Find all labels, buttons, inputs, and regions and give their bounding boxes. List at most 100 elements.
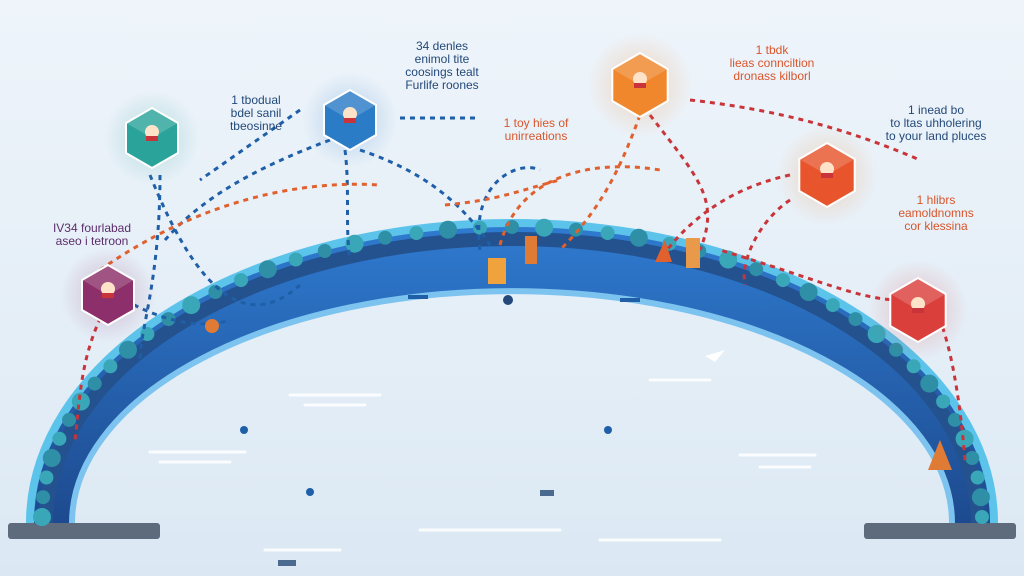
- campfire-icon-base: [912, 308, 924, 313]
- tree-icon: [848, 312, 863, 327]
- bridge-base-left: [8, 523, 160, 539]
- water-streaks: [148, 378, 817, 552]
- tree-icon: [600, 226, 615, 241]
- tree-icon: [33, 508, 51, 526]
- tree-icon: [87, 376, 102, 391]
- tree-icon: [776, 273, 790, 288]
- boat-icon: [278, 560, 296, 566]
- connector-right-2: [742, 198, 791, 286]
- tree-icon: [825, 298, 840, 313]
- node-red: [889, 276, 947, 344]
- connector-top-right: [689, 98, 921, 162]
- tree-icon: [62, 412, 77, 427]
- tree-icon: [378, 230, 393, 245]
- tree-icon: [258, 260, 277, 279]
- bird-icon: [306, 488, 314, 496]
- purple-node-label: IV34 fourlabad aseo i tetroon: [52, 221, 132, 248]
- mushroom-icon-base: [146, 136, 158, 141]
- tent-icon: [101, 282, 115, 296]
- mushroom-icon: [145, 125, 159, 139]
- tree-icon: [52, 431, 67, 446]
- orange-node-label: 1 tbdk lieas connciltion dronass kilborl: [729, 43, 815, 83]
- bird-icon: [240, 426, 248, 434]
- tree-icon: [920, 374, 939, 393]
- house-icon-base: [634, 83, 646, 88]
- bridge-arch-inner-edge: [69, 288, 955, 524]
- tree-icon: [975, 510, 989, 524]
- connector-purple-1: [73, 299, 112, 441]
- tree-icon: [799, 283, 818, 301]
- tent-icon-base: [102, 293, 114, 298]
- umbrella-icon: [205, 319, 219, 333]
- tree-icon: [39, 470, 54, 485]
- boat-icon-base: [344, 118, 356, 123]
- scattered-icons: [205, 236, 952, 566]
- tree-icon: [36, 490, 51, 505]
- lighthouse-icon: [525, 236, 537, 264]
- tree-icon: [119, 340, 137, 359]
- node-orange-red: [798, 141, 856, 209]
- tree-icon: [182, 296, 201, 315]
- campfire-icon: [911, 297, 925, 311]
- node-orange: [611, 51, 669, 119]
- tree-icon: [161, 312, 176, 327]
- right-node-2-label: 1 hlibrs eamoldnomns cor klessina: [898, 193, 974, 233]
- node-hexagon-shade: [324, 90, 376, 120]
- tree-icon-base: [821, 173, 833, 178]
- connector-right-1: [658, 173, 791, 261]
- node-hexagon-shade: [890, 278, 946, 310]
- bird-icon: [604, 426, 612, 434]
- tree-icon: [749, 262, 764, 277]
- tree-icon: [906, 359, 921, 374]
- person-icon: [503, 295, 513, 305]
- teal-node-label: 1 tbodual bdel sanil tbeosinne: [229, 93, 283, 133]
- boat-icon: [540, 490, 554, 496]
- tree-icon: [505, 220, 519, 234]
- bridge-arch: [30, 223, 994, 523]
- tree-icon: [971, 488, 990, 507]
- node-purple: [81, 263, 135, 327]
- connector-orange-2: [648, 114, 710, 251]
- house-icon: [928, 440, 952, 470]
- tree-icon: [955, 429, 974, 448]
- node-hexagon-shade: [612, 53, 668, 85]
- tree-icon: [103, 359, 118, 374]
- connector-center-3: [444, 178, 561, 207]
- node-hexagon-shade: [126, 108, 178, 138]
- blue-node-label: 34 denles enimol tite coosings tealt Fur…: [405, 39, 479, 92]
- tree-icon: [234, 273, 248, 288]
- connector-center-1: [477, 166, 541, 251]
- node-hexagon-shade: [799, 143, 855, 175]
- connector-blue-3: [163, 138, 331, 241]
- tree-icon: [629, 228, 648, 247]
- tree-icon: [409, 226, 424, 241]
- connector-orange-1: [558, 114, 642, 252]
- tree-icon: [345, 234, 364, 253]
- tree-icon: [947, 412, 962, 427]
- center-note-label: 1 toy hies of unirreations: [503, 116, 569, 143]
- bench-icon: [408, 295, 428, 299]
- node-blue: [323, 88, 377, 152]
- tree-icon: [965, 451, 980, 465]
- connector-teal-blue: [148, 174, 302, 307]
- tree-icon: [439, 220, 457, 239]
- house-icon: [633, 72, 647, 86]
- bridge-base-right: [864, 523, 1016, 539]
- tree-icon: [569, 222, 583, 237]
- node-teal: [125, 106, 179, 170]
- tower-icon: [686, 238, 700, 268]
- tent-icon: [655, 240, 672, 262]
- bench-icon: [620, 298, 640, 302]
- sail-icon: [705, 350, 725, 362]
- tree-icon: [42, 449, 61, 467]
- tree-icon: [970, 470, 985, 485]
- node-hexagon-shade: [82, 265, 134, 295]
- tree-icon: [535, 218, 554, 237]
- boat-icon: [343, 107, 357, 121]
- right-node-1-label: 1 inead bo to ltas uhholering to your la…: [885, 103, 987, 143]
- tree-icon: [936, 394, 951, 409]
- tree-icon: [71, 392, 90, 411]
- tree-icon: [317, 244, 332, 258]
- connector-center-2: [498, 165, 661, 246]
